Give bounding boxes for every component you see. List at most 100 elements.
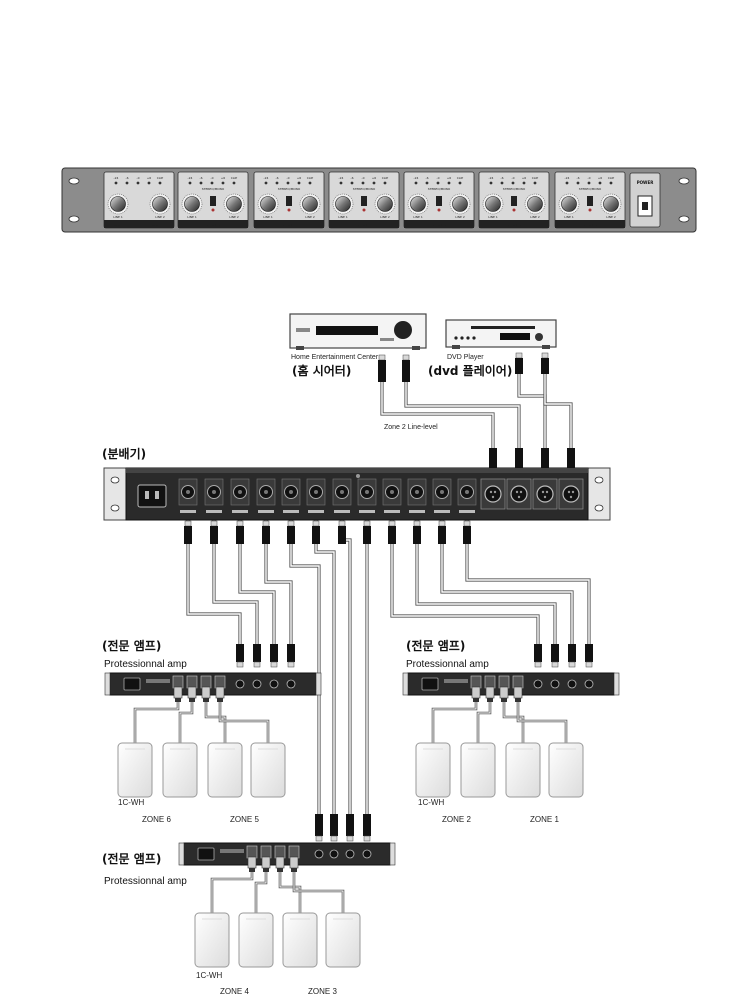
xlr-plug-icon (534, 644, 542, 662)
level-knob[interactable] (410, 196, 426, 212)
speaker-wire-core (219, 688, 269, 743)
speaker-terminal[interactable] (288, 845, 300, 859)
ceiling-speaker-icon (282, 912, 318, 968)
speaker-terminal[interactable] (172, 675, 184, 689)
zone-3-label: ZONE 3 (308, 987, 337, 996)
speaker-terminal[interactable] (214, 675, 226, 689)
speaker-terminal[interactable] (470, 675, 482, 689)
amp-input-jack[interactable] (286, 679, 296, 689)
speaker-plug-icon (513, 686, 523, 699)
clip-led-icon (287, 208, 291, 212)
speaker-terminal[interactable] (246, 845, 258, 859)
led-scale-label: -24 (565, 176, 570, 180)
module-label-strip (404, 220, 474, 228)
input-2-label: INPUT 2 (152, 224, 164, 228)
xlr-plug-icon (287, 526, 295, 544)
led-scale-label: -0 (137, 176, 140, 180)
level-knob[interactable] (377, 196, 393, 212)
xlr-input-jack[interactable] (536, 485, 554, 503)
jack-label-plate (409, 510, 425, 513)
level-led-icon (221, 181, 225, 185)
level-knob[interactable] (485, 196, 501, 212)
level-knob[interactable] (302, 196, 318, 212)
xlr-pin-icon (415, 490, 419, 494)
amp-label-plate (444, 679, 468, 683)
mode-switch[interactable] (436, 196, 442, 206)
amp-right-kor-label: (전문 앰프) (406, 638, 465, 653)
input-1-label: INPUT 1 (114, 224, 126, 228)
level-knob[interactable] (335, 196, 351, 212)
level-knob[interactable] (226, 196, 242, 212)
amp-input-jack[interactable] (345, 849, 355, 859)
module-label-strip (178, 220, 248, 228)
stereo-mono-label: STEREO/MONO (278, 187, 301, 191)
xlr-input-jack[interactable] (510, 485, 528, 503)
xlr-plug-icon (515, 448, 523, 470)
speaker-terminal[interactable] (484, 675, 496, 689)
speaker-terminal[interactable] (186, 675, 198, 689)
amp-input-jack[interactable] (567, 679, 577, 689)
dvd-player-device (445, 319, 557, 349)
module-label-strip (104, 220, 174, 228)
speaker-terminal[interactable] (274, 845, 286, 859)
level-knob[interactable] (260, 196, 276, 212)
level-knob[interactable] (452, 196, 468, 212)
amp-input-jack[interactable] (550, 679, 560, 689)
xlr-input-jack[interactable] (484, 485, 502, 503)
mode-switch[interactable] (587, 196, 593, 206)
mode-switch[interactable] (210, 196, 216, 206)
xlr-plug-tip (184, 520, 192, 527)
speaker-terminal[interactable] (200, 675, 212, 689)
mode-switch[interactable] (361, 196, 367, 206)
level-led-icon (587, 181, 591, 185)
cable-core (239, 520, 275, 648)
level-knob[interactable] (110, 196, 126, 212)
amp-input-jack[interactable] (235, 679, 245, 689)
level-led-icon (114, 181, 118, 185)
amp-input-jack[interactable] (362, 849, 372, 859)
amp-input-jack[interactable] (252, 679, 262, 689)
mode-switch[interactable] (286, 196, 292, 206)
amp-input-jack[interactable] (269, 679, 279, 689)
xlr-plug-icon (515, 358, 523, 374)
mode-switch[interactable] (511, 196, 517, 206)
xlr-plug-icon (402, 360, 410, 382)
level-knob[interactable] (561, 196, 577, 212)
cable-core (381, 382, 494, 452)
amp-input-jack[interactable] (533, 679, 543, 689)
level-led-icon (565, 181, 569, 185)
level-knob[interactable] (603, 196, 619, 212)
amp-left-speaker-label: 1C-WH (118, 798, 144, 807)
speaker-plug-collar (175, 698, 181, 702)
level-knob[interactable] (184, 196, 200, 212)
amp-power-inlet-icon (421, 677, 439, 691)
level-led-icon (383, 181, 387, 185)
zone4-cable-l (289, 520, 321, 818)
level-led-icon (576, 181, 580, 185)
home-theater-label: Home Entertainment Center (291, 354, 379, 361)
speaker-terminal[interactable] (512, 675, 524, 689)
amp-bottom-eng-label: Protessionnal amp (104, 876, 187, 887)
xlr-input-jack[interactable] (562, 485, 580, 503)
ceiling-speaker-icon (505, 742, 541, 798)
amp-input-jack[interactable] (329, 849, 339, 859)
xlr-pin-icon (489, 490, 493, 494)
speaker-wire-core (432, 688, 477, 743)
speaker-plug-icon (471, 686, 481, 699)
xlr-pin-icon (238, 490, 242, 494)
amp-input-jack[interactable] (584, 679, 594, 689)
dvd-cable-1 (517, 372, 547, 452)
level-knob[interactable] (152, 196, 168, 212)
led-scale-label: +6 (522, 176, 527, 180)
speaker-plug-collar (249, 868, 255, 872)
amp-input-jack[interactable] (314, 849, 324, 859)
speaker-terminal[interactable] (498, 675, 510, 689)
speaker-terminal[interactable] (260, 845, 272, 859)
rack-ear (402, 672, 409, 696)
xlr-plug-tip (287, 520, 295, 527)
cable-core (544, 372, 572, 452)
level-knob[interactable] (527, 196, 543, 212)
amp-left-kor-label: (전문 앰프) (102, 638, 161, 653)
